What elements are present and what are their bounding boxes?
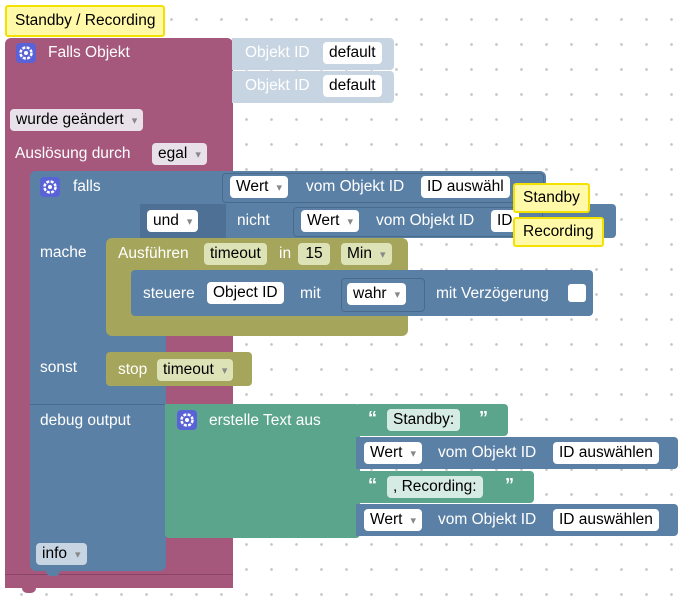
then-label: mache (40, 244, 87, 261)
text-literal-field-2[interactable]: , Recording: (387, 476, 483, 498)
value-dropdown-1[interactable]: Wert (230, 176, 288, 198)
control-label: steuere (143, 285, 195, 302)
logic-bottom-notch (46, 570, 60, 576)
delay-label: mit Verzögerung (436, 285, 549, 302)
with-label: mit (300, 285, 321, 302)
of-object-label-1: vom Objekt ID (306, 178, 405, 195)
timeout-unit-dropdown[interactable]: Min (341, 243, 392, 265)
debug-value-dropdown-1[interactable]: Wert (364, 442, 422, 464)
debug-level-dropdown[interactable]: info (36, 543, 87, 565)
stop-label: stop (118, 361, 148, 378)
select-id-field-2[interactable]: ID (491, 210, 519, 232)
value-dropdown-2[interactable]: Wert (301, 210, 359, 232)
trigger-title: Falls Objekt (48, 44, 130, 61)
object-id-field-1[interactable]: default (323, 42, 382, 64)
create-text-label: erstelle Text aus (209, 412, 321, 429)
gear-icon[interactable] (177, 410, 197, 430)
debug-of-object-label-2: vom Objekt ID (438, 511, 537, 528)
gear-icon[interactable] (16, 43, 36, 63)
comment-bubble[interactable]: Standby / Recording (5, 5, 166, 37)
quote-close-icon: ” (479, 408, 488, 428)
trigger-by-label: Auslösung durch (15, 145, 131, 162)
object-id-label-1: Objekt ID (245, 44, 310, 61)
in-label: in (279, 245, 292, 262)
debug-select-id-2[interactable]: ID auswählen (553, 509, 659, 531)
else-label: sonst (40, 359, 78, 376)
debug-value-dropdown-2[interactable]: Wert (364, 509, 422, 531)
create-text-block[interactable] (165, 404, 360, 538)
tooltip-standby: Standby (513, 183, 590, 213)
timeout-name-field[interactable]: timeout (204, 243, 267, 265)
control-value-dropdown[interactable]: wahr (347, 283, 407, 305)
tooltip-recording: Recording (513, 217, 604, 247)
debug-of-object-label-1: vom Objekt ID (438, 444, 537, 461)
changed-dropdown[interactable]: wurde geändert (10, 109, 144, 131)
run-label: Ausführen (118, 245, 189, 262)
select-id-field-1[interactable]: ID auswähl (421, 176, 510, 198)
stop-timeout-dropdown[interactable]: timeout (157, 359, 234, 381)
quote-open-icon: “ (368, 475, 377, 495)
quote-close-icon: ” (505, 475, 514, 495)
quote-open-icon: “ (368, 408, 377, 428)
of-object-label-2: vom Objekt ID (376, 212, 475, 229)
trigger-bottom-notch (22, 587, 36, 593)
not-label: nicht (237, 212, 270, 229)
debug-divider (30, 404, 166, 405)
debug-select-id-1[interactable]: ID auswählen (553, 442, 659, 464)
debug-label: debug output (40, 412, 131, 429)
trigger-by-dropdown[interactable]: egal (152, 143, 207, 165)
object-id-label-2: Objekt ID (245, 77, 310, 94)
and-dropdown[interactable]: und (147, 210, 199, 232)
if-label: falls (73, 178, 101, 195)
trigger-block-footer (5, 574, 233, 588)
timeout-amount-field[interactable]: 15 (298, 243, 330, 265)
control-object-id-field[interactable]: Object ID (207, 282, 284, 304)
delay-checkbox[interactable] (568, 284, 586, 302)
object-id-field-2[interactable]: default (323, 75, 382, 97)
gear-icon[interactable] (40, 177, 60, 197)
text-literal-field-1[interactable]: Standby: (387, 409, 461, 431)
